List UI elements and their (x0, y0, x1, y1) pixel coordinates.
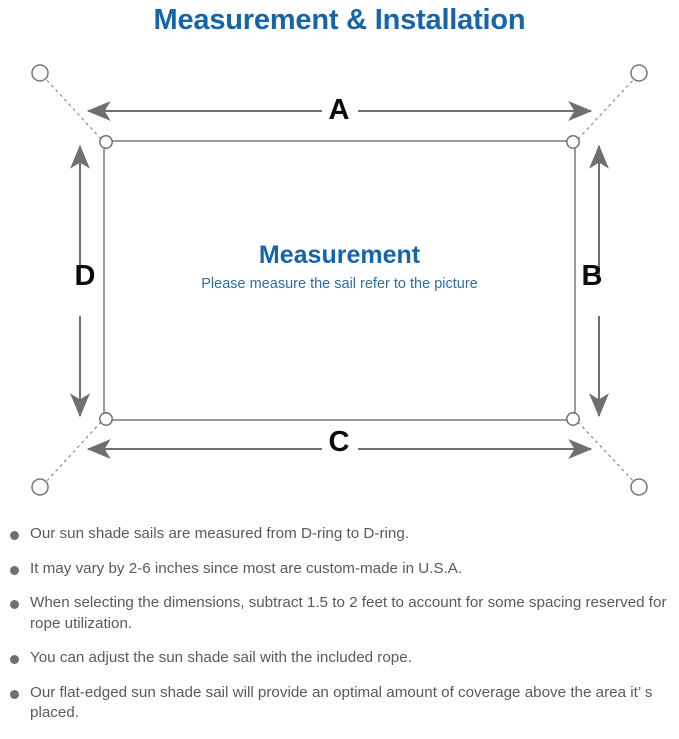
note-text: Our flat-edged sun shade sail will provi… (30, 683, 653, 722)
note-text: You can adjust the sun shade sail with t… (30, 649, 412, 666)
bullet-icon (10, 600, 19, 609)
list-item: You can adjust the sun shade sail with t… (0, 648, 679, 669)
sail-measurement-diagram (31, 64, 648, 496)
anchor-point-top-left (31, 64, 49, 82)
list-item: When selecting the dimensions, subtract … (0, 593, 679, 634)
rope-bottom-right (577, 421, 637, 485)
anchor-point-bottom-left (31, 478, 49, 496)
dimension-label-b: B (581, 260, 603, 292)
sail-body (103, 140, 576, 421)
rope-top-right (577, 76, 637, 140)
rope-bottom-left (43, 421, 102, 485)
d-ring-top-left (99, 135, 113, 149)
bullet-icon (10, 565, 19, 575)
note-text: When selecting the dimensions, subtract … (30, 594, 667, 632)
list-item: Our sun shade sails are measured from D-… (0, 524, 679, 545)
page-title: Measurement & Installation (153, 4, 526, 36)
rope-top-left (43, 76, 102, 140)
notes-list: Our sun shade sails are measured from D-… (0, 524, 679, 738)
note-text: It may vary by 2-6 inches since most are… (30, 559, 463, 577)
dimension-label-d: D (74, 260, 96, 292)
bullet-icon (10, 655, 19, 664)
anchor-point-bottom-right (630, 478, 648, 496)
list-item: It may vary by 2-6 inches since most are… (0, 559, 679, 580)
note-text: Our sun shade sails are measured from D-… (30, 525, 409, 542)
dimension-label-c: C (328, 426, 350, 458)
list-item: Our flat-edged sun shade sail will provi… (0, 683, 679, 724)
d-ring-bottom-right (566, 412, 580, 426)
bullet-icon (10, 689, 19, 699)
d-ring-bottom-left (99, 412, 113, 426)
d-ring-top-right (566, 135, 580, 149)
anchor-point-top-right (630, 64, 648, 82)
dimension-label-a: A (328, 94, 350, 126)
bullet-icon (10, 531, 19, 540)
